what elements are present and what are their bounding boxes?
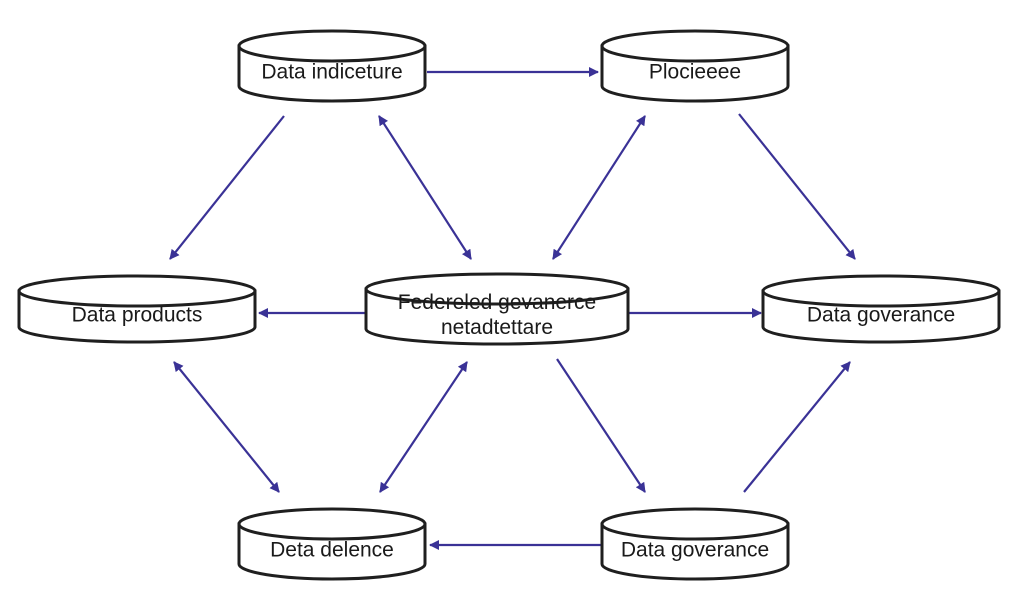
edge-n2-to-n4 bbox=[552, 115, 646, 260]
edge-n4-to-n7 bbox=[556, 358, 646, 493]
node-label: Plocieeee bbox=[649, 60, 741, 83]
database-node-n5: Data goverance bbox=[761, 274, 1001, 344]
database-node-n2: Plocieeee bbox=[600, 29, 790, 103]
node-label-line: Data indiceture bbox=[261, 60, 402, 83]
edge-n7-to-n5 bbox=[743, 361, 851, 493]
node-label: Data goverance bbox=[807, 303, 955, 326]
database-node-n1: Data indiceture bbox=[237, 29, 427, 103]
edge-n1-to-n3 bbox=[169, 115, 285, 260]
database-node-n6: Deta delence bbox=[237, 507, 427, 581]
node-label: Data goverance bbox=[621, 538, 769, 561]
node-label-line: Data goverance bbox=[807, 303, 955, 326]
cylinder-top bbox=[761, 274, 1001, 308]
node-label: Data products bbox=[72, 303, 203, 326]
edge-n2-to-n5 bbox=[738, 113, 856, 260]
node-label: Deta delence bbox=[270, 538, 394, 561]
database-node-n7: Data goverance bbox=[600, 507, 790, 581]
edges-layer bbox=[169, 67, 856, 550]
node-label-line: netadtettare bbox=[441, 316, 553, 339]
edge-n1-to-n4 bbox=[378, 115, 472, 260]
node-label-line: Plocieeee bbox=[649, 60, 741, 83]
cylinder-top bbox=[237, 29, 427, 63]
node-label-line: Federeled gevanerce bbox=[398, 291, 596, 314]
cylinder-top bbox=[600, 507, 790, 541]
cylinder-top bbox=[364, 272, 630, 306]
database-node-n3: Data products bbox=[17, 274, 257, 344]
cylinder-top bbox=[237, 507, 427, 541]
cylinder-top bbox=[600, 29, 790, 63]
edge-n4-to-n6 bbox=[379, 361, 468, 493]
cylinder-top bbox=[17, 274, 257, 308]
node-label-line: Data goverance bbox=[621, 538, 769, 561]
edge-n3-to-n6 bbox=[173, 361, 280, 493]
node-label-line: Data products bbox=[72, 303, 203, 326]
node-label-line: Deta delence bbox=[270, 538, 394, 561]
node-label: Data indiceture bbox=[261, 60, 402, 83]
